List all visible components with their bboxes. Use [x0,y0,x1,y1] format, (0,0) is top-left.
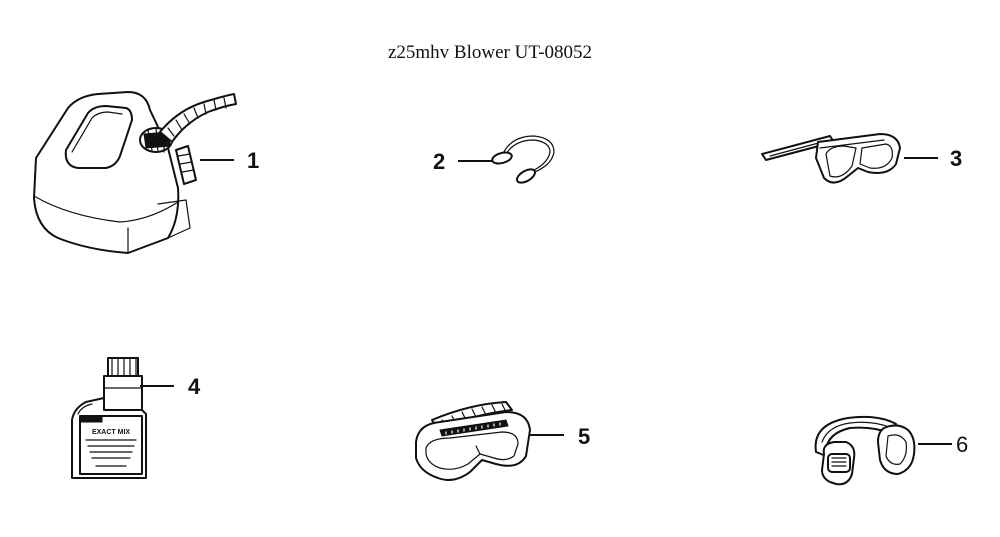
part-number-2: 2 [433,149,446,174]
ear-muffs-icon [808,412,920,492]
part-number-6: 6 [956,432,969,457]
leader-line-1 [200,159,234,161]
part-number-3: 3 [950,146,963,171]
fuel-can-icon [28,88,243,258]
oil-bottle-icon: EXACT MIX [66,354,156,484]
leader-line-2 [458,160,492,162]
leader-line-3 [904,157,938,159]
leader-line-6 [918,443,952,445]
leader-line-4 [140,385,174,387]
ear-plugs-icon [490,132,560,187]
leader-line-5 [530,434,564,436]
part-number-5: 5 [578,424,591,449]
bottle-label-text: EXACT MIX [92,429,130,436]
part-number-4: 4 [188,374,201,399]
safety-glasses-icon [760,126,910,196]
safety-goggles-icon [410,398,540,486]
page-title: z25mhv Blower UT-08052 [387,42,593,63]
part-number-1: 1 [247,148,260,173]
